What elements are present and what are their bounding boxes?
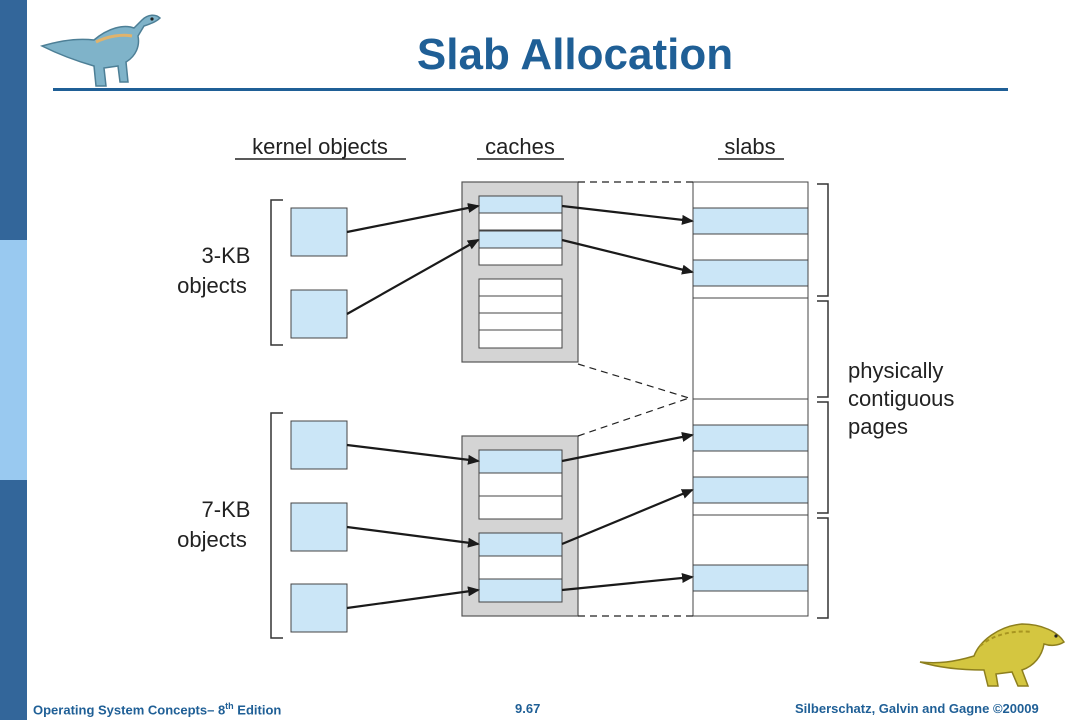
arrow-object-to-cache [346, 586, 480, 610]
slab-block-used-1 [692, 207, 809, 235]
cache-entry-3kb-free-3 [478, 278, 563, 297]
dashed-connector [577, 397, 690, 437]
slab-block-used-5 [692, 564, 809, 592]
slab-block-used-4 [692, 476, 809, 504]
sidebar-band-top [0, 0, 27, 240]
label-7kb-line1: 7-KB [202, 497, 251, 522]
title-divider [53, 88, 1008, 91]
arrow-cache-to-slab [561, 573, 694, 592]
kernel-object-7kb-3 [290, 583, 348, 633]
cache-entry-3kb-used-1 [478, 195, 563, 214]
cache-entry-7kb-used-2 [478, 532, 563, 557]
label-3kb-line1: 3-KB [202, 243, 251, 268]
arrow-object-to-cache [346, 239, 480, 315]
arrow-object-to-cache [346, 525, 480, 548]
footer-page-number: 9.67 [515, 701, 541, 716]
kernel-object-7kb-2 [290, 502, 348, 552]
label-pages-line3: pages [848, 414, 908, 439]
footer-book-title: Operating System Concepts– 8th Edition [33, 701, 282, 718]
cache-entry-7kb-free-2 [478, 495, 563, 520]
label-pages-line2: contiguous [848, 386, 954, 411]
slab-bracket [817, 517, 829, 619]
column-header-caches: caches [485, 134, 555, 159]
slab-bracket [817, 300, 829, 398]
slide-title: Slab Allocation [416, 30, 734, 79]
slab-bracket [817, 401, 829, 514]
label-7kb-line2: objects [177, 527, 247, 552]
cache-entry-3kb-free-5 [478, 312, 563, 331]
dinosaur-icon [39, 14, 162, 87]
arrow-cache-to-slab [561, 488, 694, 546]
cache-entry-3kb-free-4 [478, 295, 563, 314]
arrow-cache-to-slab [561, 238, 694, 275]
footer-copyright: Silberschatz, Galvin and Gagne ©20009 [795, 701, 1039, 716]
cache-entry-7kb-used-1 [478, 449, 563, 474]
arrow-object-to-cache [346, 203, 480, 234]
dashed-connector [577, 363, 690, 399]
slab-bracket [817, 183, 829, 297]
label-3kb-line2: objects [177, 273, 247, 298]
column-header-kernel-objects: kernel objects [252, 134, 388, 159]
kernel-object-7kb-1 [290, 420, 348, 470]
dinosaur-icon [919, 623, 1066, 687]
column-header-slabs: slabs [724, 134, 775, 159]
bracket-3kb [270, 199, 283, 346]
cache-entry-3kb-free-1 [478, 212, 563, 231]
cache-entry-3kb-free-6 [478, 329, 563, 349]
kernel-object-3kb-2 [290, 289, 348, 339]
cache-entry-3kb-free-2 [478, 247, 563, 266]
sidebar-band-bottom [0, 480, 27, 720]
arrow-cache-to-slab [561, 432, 694, 463]
kernel-object-3kb-1 [290, 207, 348, 257]
slab-block-used-2 [692, 259, 809, 287]
cache-entry-3kb-used-2 [478, 230, 563, 249]
label-pages-line1: physically [848, 358, 943, 383]
cache-entry-7kb-free-1 [478, 472, 563, 497]
cache-entry-7kb-free-3 [478, 555, 563, 580]
slab-block-used-3 [692, 424, 809, 452]
cache-entry-7kb-used-3 [478, 578, 563, 603]
sidebar-band-middle [0, 240, 27, 480]
arrow-object-to-cache [346, 443, 480, 465]
bracket-7kb [270, 412, 283, 639]
arrow-cache-to-slab [561, 204, 694, 225]
